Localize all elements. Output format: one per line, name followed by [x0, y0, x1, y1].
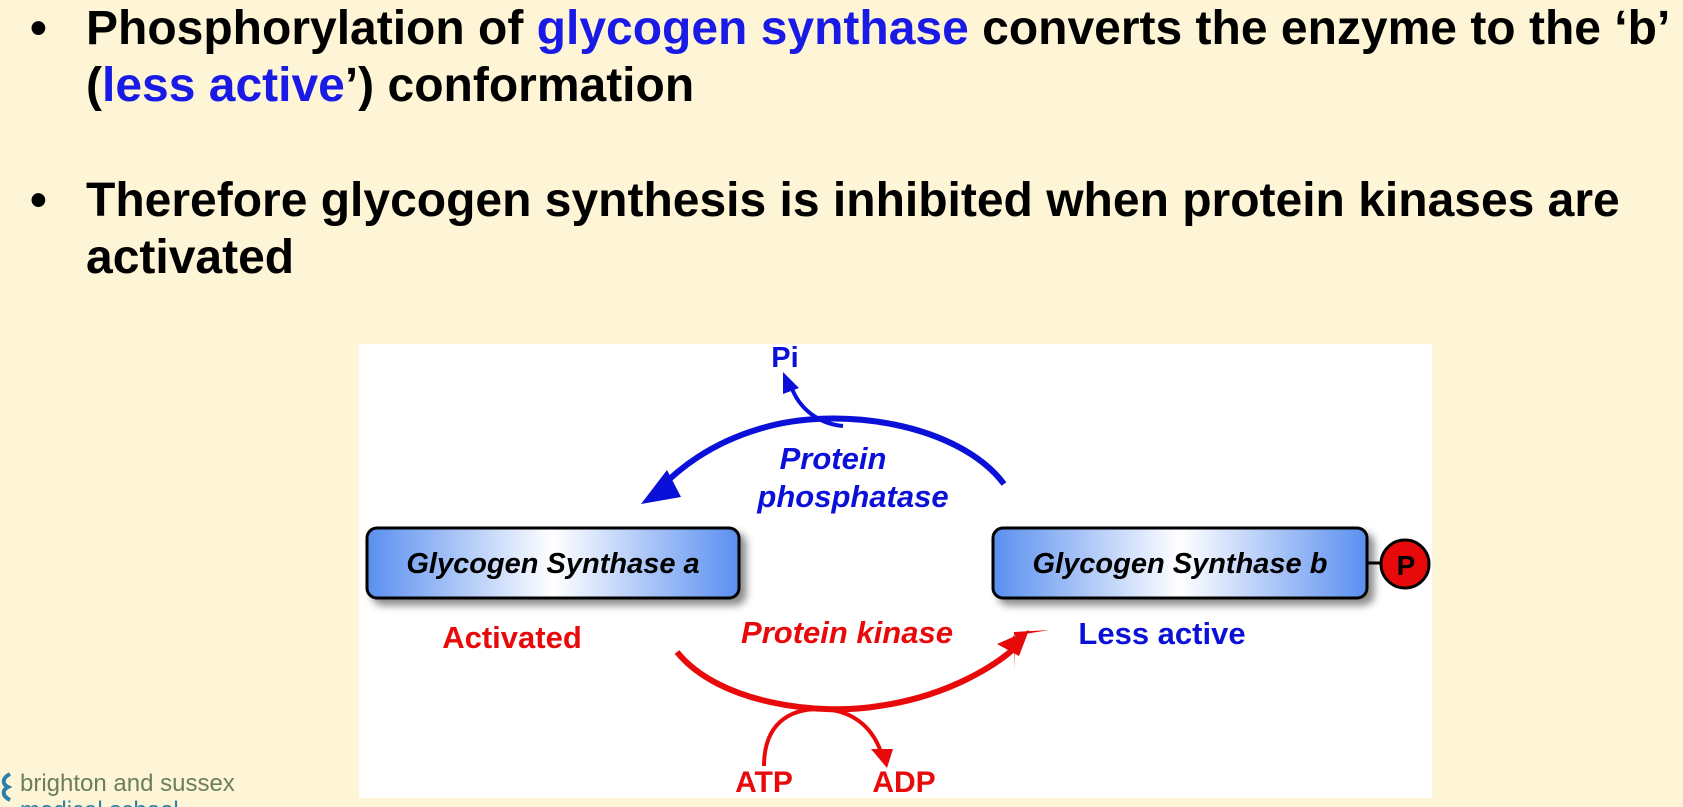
logo-text-line1: brighton and sussex — [20, 770, 235, 797]
highlight-less-active: less active — [101, 59, 345, 112]
atp-label: ATP — [735, 766, 793, 798]
pi-label: Pi — [771, 344, 798, 374]
highlight-glycogen-synthase: glycogen synthase — [536, 2, 969, 55]
enzyme-box-b: Glycogen Synthase b P — [991, 526, 1431, 600]
bullet-text: Phosphorylation of glycogen synthase con… — [86, 0, 1676, 114]
bullet-text-part: Phosphorylation of — [86, 2, 537, 55]
enzyme-a-label: Glycogen Synthase a — [406, 548, 699, 580]
pi-arrowhead — [783, 372, 799, 394]
state-less-active-label: Less active — [1078, 616, 1245, 651]
kinase-label: Protein kinase — [741, 615, 953, 650]
phosphate-circle — [1379, 538, 1431, 590]
phosphate-label: P — [1397, 550, 1416, 581]
kinase-arrowhead-tip — [997, 630, 1029, 656]
phosphatase-arrowhead — [641, 470, 681, 504]
glycogen-synthase-diagram: Glycogen Synthase a Glycogen Synthase b … — [359, 344, 1432, 798]
adp-label: ADP — [872, 766, 935, 798]
bullet-text-part: ’) conformation — [344, 59, 695, 112]
bullet-marker: • — [30, 174, 47, 227]
bullet-text: Therefore glycogen synthesis is inhibite… — [86, 174, 1620, 284]
school-logo: brighton and sussex medical school — [0, 768, 270, 807]
logo-mark-icon — [1, 772, 12, 802]
diagram-svg: Glycogen Synthase a Glycogen Synthase b … — [365, 344, 1431, 798]
adp-arrowhead — [871, 749, 893, 768]
pi-branch — [789, 385, 844, 428]
state-activated-label: Activated — [442, 620, 582, 655]
bullet-marker: • — [30, 2, 47, 55]
kinase-arrowhead — [1013, 630, 1049, 670]
atp-adp-loop — [762, 706, 883, 767]
phosphatase-label-line2: phosphatase — [756, 479, 948, 514]
phosphatase-arc — [656, 415, 1007, 492]
logo-text-line2: medical school — [20, 797, 179, 807]
enzyme-b-label: Glycogen Synthase b — [1033, 548, 1328, 580]
phosphatase-label-line1: Protein — [780, 441, 887, 476]
enzyme-box-a: Glycogen Synthase a — [365, 526, 741, 600]
kinase-arc — [674, 641, 1022, 713]
bullet-text-part: converts the enzyme to the ‘b’ ( — [86, 2, 1668, 112]
